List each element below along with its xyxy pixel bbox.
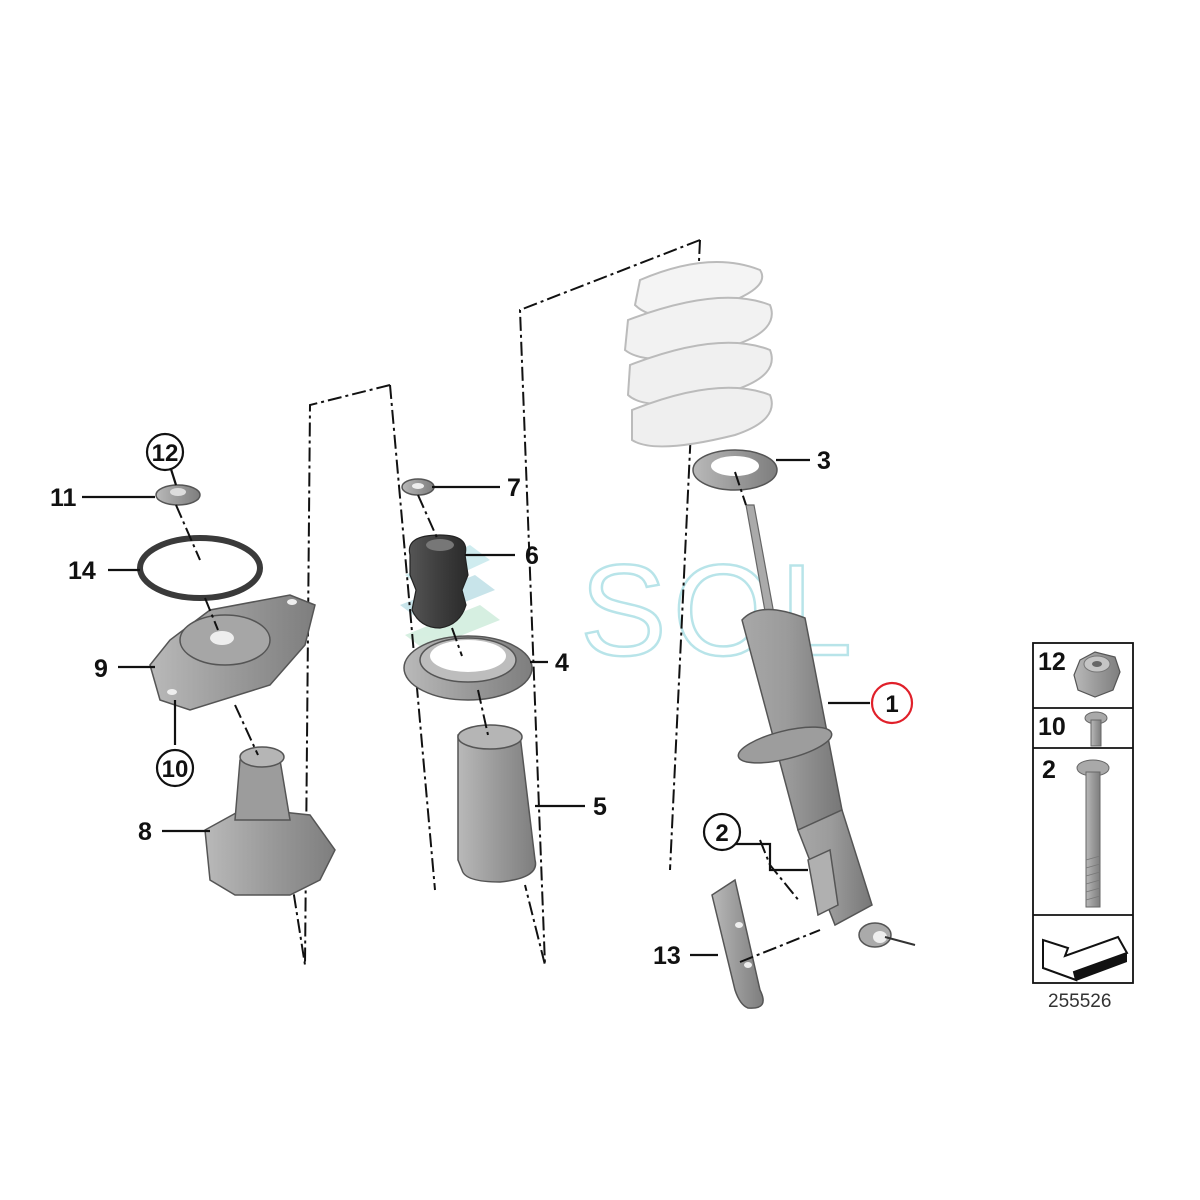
part-13-bracket (711, 878, 764, 1009)
part-1-shock-strut (737, 504, 916, 948)
label-8: 8 (138, 818, 152, 846)
label-14: 14 (68, 557, 96, 585)
label-2: 2 (715, 820, 728, 847)
legend-label-2: 2 (1042, 756, 1056, 784)
legend-label-12: 12 (1038, 648, 1066, 676)
callouts: 11 14 9 8 7 6 4 5 3 13 (50, 447, 831, 970)
long-bolt-icon (1076, 759, 1110, 908)
part-6-bump-stop (408, 534, 469, 629)
watermark-text: SOL (580, 537, 858, 683)
short-bolt-icon (1084, 711, 1108, 747)
label-9: 9 (94, 655, 108, 683)
label-13: 13 (653, 942, 681, 970)
label-3: 3 (817, 447, 831, 475)
part-4-spring-seat (403, 635, 533, 701)
label-4: 4 (555, 649, 569, 677)
part-5-dust-boot (457, 724, 537, 883)
coil-spring (623, 261, 773, 448)
part-11-nut (155, 484, 201, 506)
fastener-legend: 12 10 2 (1032, 642, 1134, 984)
circle-1-highlight (870, 681, 914, 725)
label-6: 6 (525, 542, 539, 570)
part-3-spring-pad (692, 449, 778, 491)
part-9-mounting-plate (149, 594, 316, 711)
part-7-washer (401, 478, 435, 496)
leader-lines (82, 458, 870, 957)
circle-10 (155, 748, 195, 788)
label-12: 12 (152, 440, 179, 467)
label-1: 1 (885, 691, 898, 718)
reference-number: 255526 (1048, 991, 1111, 1012)
label-5: 5 (593, 793, 607, 821)
legend-label-10: 10 (1038, 713, 1066, 741)
direction-arrow-icon (1042, 935, 1129, 982)
circle-2 (702, 812, 742, 852)
circled-callouts: 12 10 2 1 (145, 432, 914, 852)
nut-icon (1073, 651, 1121, 698)
label-7: 7 (507, 474, 521, 502)
part-14-ring (137, 535, 263, 601)
label-11: 11 (50, 484, 77, 512)
circle-12 (145, 432, 185, 472)
part-8-cup (204, 746, 336, 896)
label-10: 10 (162, 756, 189, 783)
